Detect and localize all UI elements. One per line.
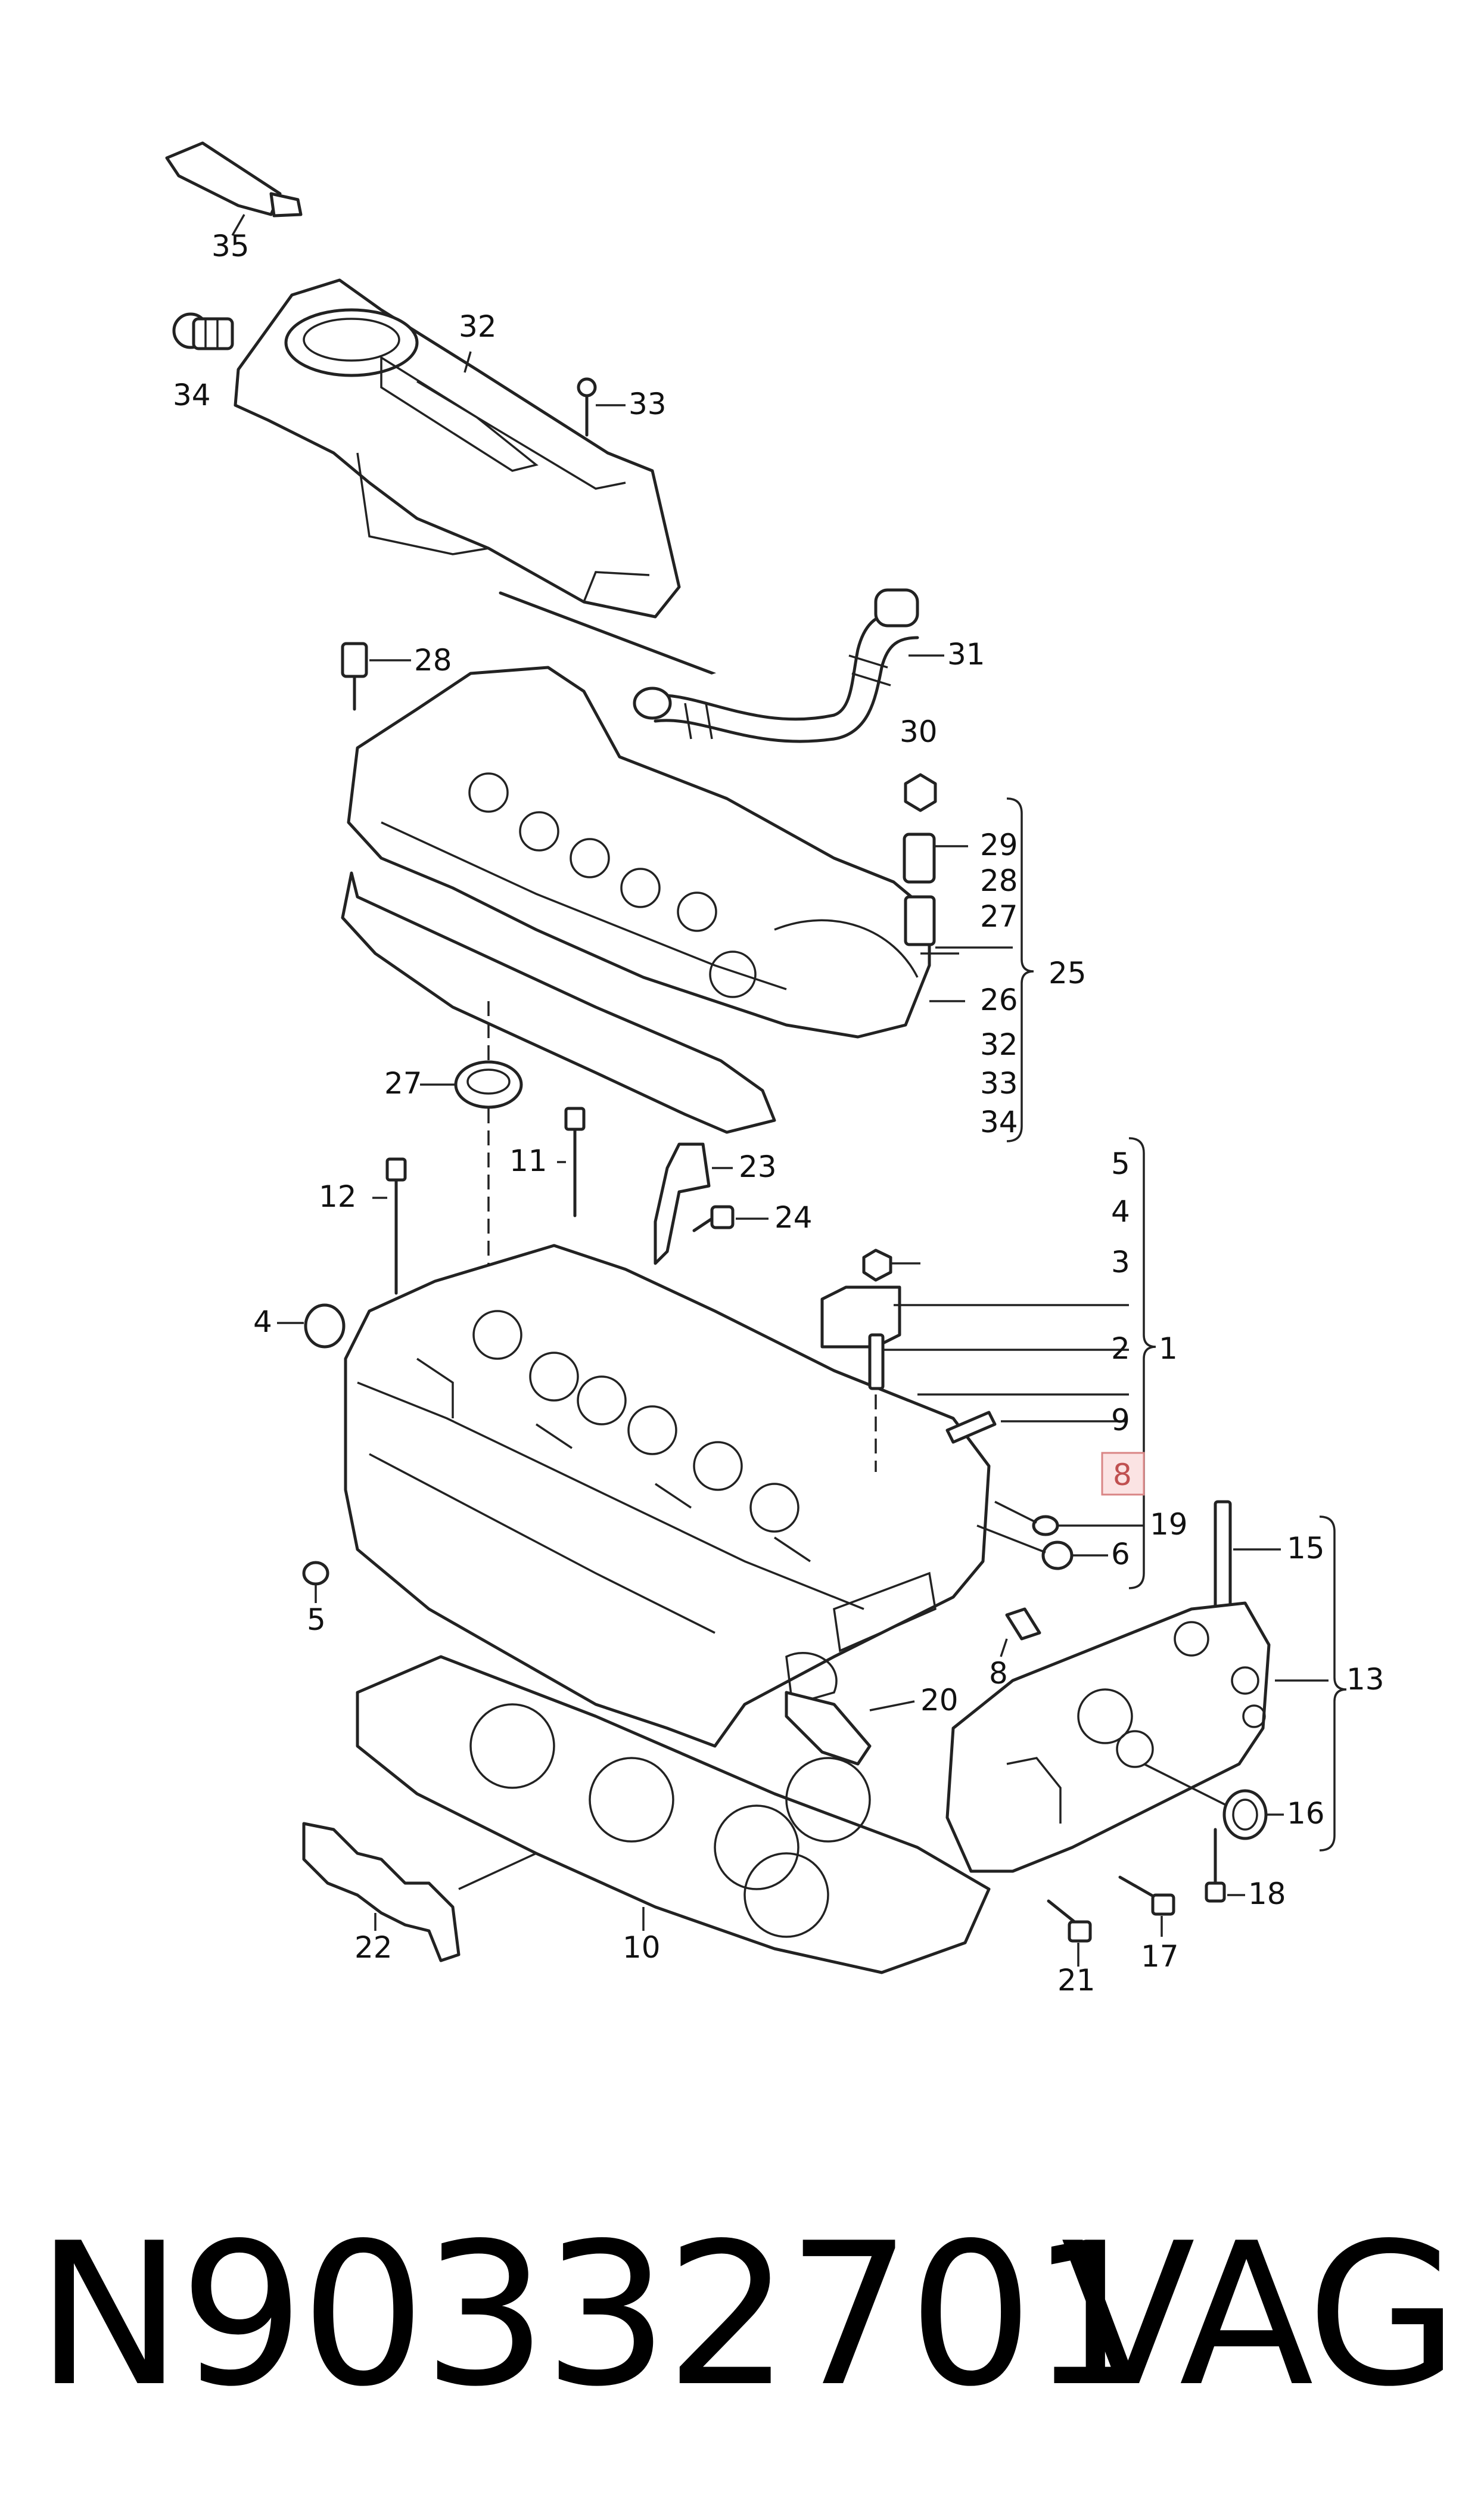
callout-4-list: 4 xyxy=(1111,1194,1130,1229)
callout-29: 29 xyxy=(980,828,1018,862)
breather-hose xyxy=(499,588,944,743)
callout-2: 2 xyxy=(1111,1331,1130,1366)
callout-5: 5 xyxy=(307,1602,326,1637)
brace-1 xyxy=(1128,1137,1156,1589)
nut-stud-cap xyxy=(820,1248,1129,1472)
callout-35: 35 xyxy=(211,229,250,263)
callout-13: 13 xyxy=(1346,1662,1385,1697)
oring-19 xyxy=(994,1501,1144,1536)
stud-15 xyxy=(1214,1500,1281,1611)
engine-cover xyxy=(234,278,681,619)
bracket-23 xyxy=(654,1142,733,1265)
callout-10: 10 xyxy=(623,1930,661,1965)
callout-27: 27 xyxy=(384,1066,422,1101)
callout-30: 30 xyxy=(900,715,938,749)
dowel-8 xyxy=(1000,1607,1041,1657)
callout-3: 3 xyxy=(1111,1245,1130,1279)
callout-17: 17 xyxy=(1141,1939,1179,1974)
timing-cover xyxy=(945,1601,1329,1873)
callout-24: 24 xyxy=(774,1200,813,1235)
brand-name: VAG xyxy=(1060,2201,1459,2430)
callout-31: 31 xyxy=(947,637,985,672)
callout-11: 11 xyxy=(509,1144,547,1178)
bolt-18 xyxy=(1205,1828,1245,1903)
callout-16: 16 xyxy=(1287,1796,1325,1831)
callout-18: 18 xyxy=(1248,1877,1286,1911)
callout-25: 25 xyxy=(1049,956,1087,990)
cover-screw xyxy=(577,377,626,437)
callout-23: 23 xyxy=(739,1150,777,1184)
shaft-seal-16 xyxy=(1143,1763,1284,1840)
valve-cover-bolt-28 xyxy=(341,642,411,711)
cylinder-head xyxy=(344,1244,991,1748)
callout-15: 15 xyxy=(1287,1531,1325,1566)
callout-20: 20 xyxy=(920,1683,959,1717)
callout-22: 22 xyxy=(354,1930,393,1965)
valve-cover xyxy=(347,666,959,1039)
callout-27-list: 27 xyxy=(980,899,1018,934)
callout-5-list: 5 xyxy=(1111,1147,1130,1181)
bolt-24 xyxy=(692,1205,769,1232)
plug-6 xyxy=(976,1524,1108,1570)
callout-12: 12 xyxy=(319,1179,357,1214)
callout-32-list: 32 xyxy=(980,1027,1018,1062)
callout-4: 4 xyxy=(253,1304,272,1339)
gasket-20 xyxy=(785,1691,915,1766)
callout-34-list: 34 xyxy=(980,1105,1018,1139)
callout-6: 6 xyxy=(1111,1537,1130,1571)
brace-25 xyxy=(1006,797,1034,1142)
brace-13 xyxy=(1319,1515,1347,1852)
valve-cover-gasket xyxy=(341,871,965,1134)
callout-19: 19 xyxy=(1150,1507,1188,1542)
callout-33-top: 33 xyxy=(629,387,667,421)
plug-4 xyxy=(277,1303,346,1349)
cover-mount-stack xyxy=(903,773,1013,949)
callout-28-list: 28 xyxy=(980,864,1018,898)
callout-26: 26 xyxy=(980,983,1018,1017)
callout-9: 9 xyxy=(1111,1403,1130,1437)
callout-33-list: 33 xyxy=(980,1066,1018,1101)
head-bolts xyxy=(372,1107,586,1295)
callout-21: 21 xyxy=(1057,1963,1096,1998)
callout-32-top: 32 xyxy=(459,309,497,344)
bolt-21 xyxy=(1047,1899,1092,1967)
head-gasket xyxy=(356,1655,991,1974)
bracket-22 xyxy=(302,1822,537,1962)
stud-9 xyxy=(945,1411,1126,1444)
callout-28: 28 xyxy=(414,643,452,678)
callout-8: 8 xyxy=(989,1656,1008,1691)
callout-1: 1 xyxy=(1159,1331,1178,1366)
callout-34-top: 34 xyxy=(173,378,211,412)
callout-8-highlighted: 8 xyxy=(1113,1458,1132,1492)
exploded-parts-diagram: 35 32 34 33 31 28 30 29 28 27 25 26 32 3… xyxy=(165,141,1385,1998)
spark-plug-seal xyxy=(420,1001,523,1383)
plug-5 xyxy=(302,1561,329,1603)
sealant-tube xyxy=(165,141,303,236)
bolt-17 xyxy=(1118,1875,1175,1937)
part-number: N90332701 xyxy=(36,2201,1155,2430)
highlight-box-8 xyxy=(1101,1452,1145,1496)
cover-grommet xyxy=(172,312,234,350)
